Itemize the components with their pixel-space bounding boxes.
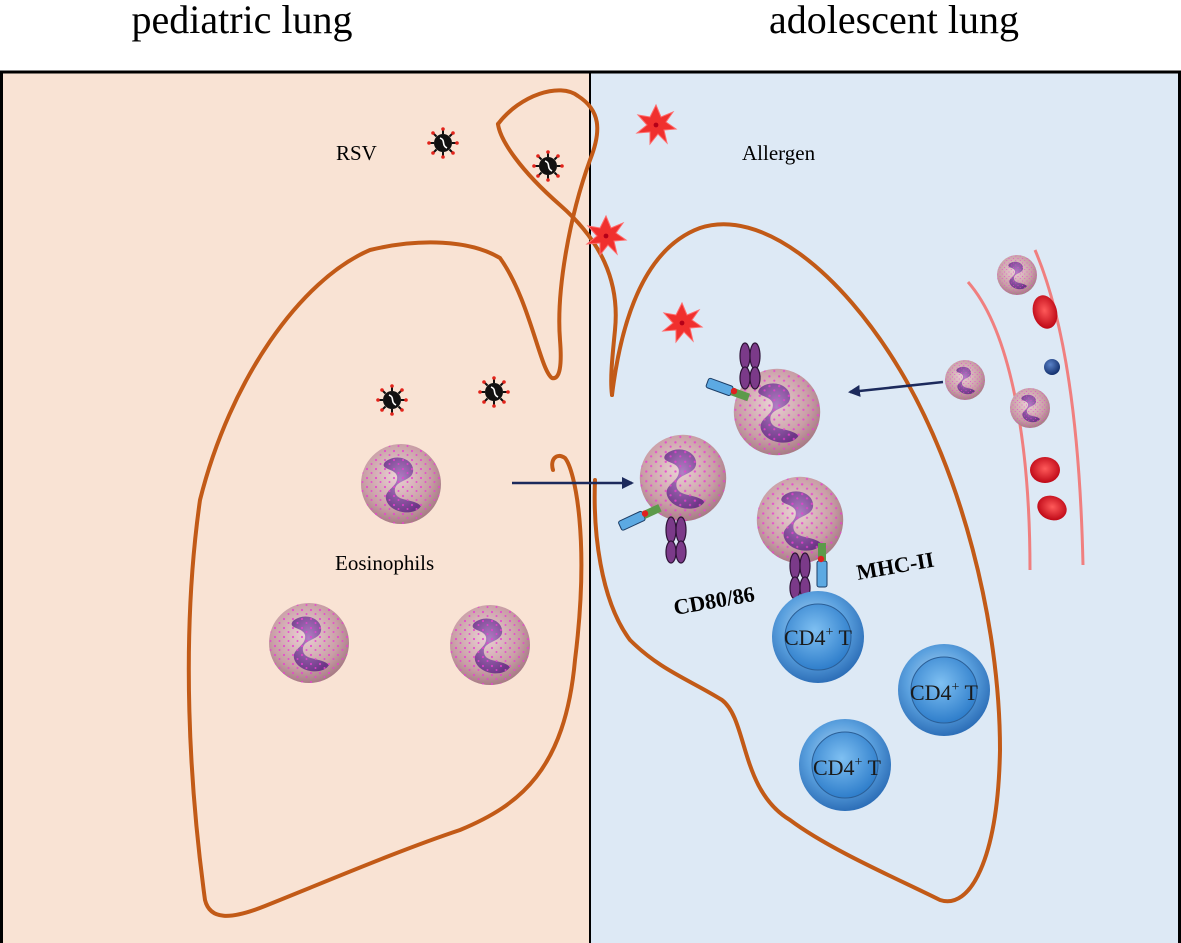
red-blood-cell: [1037, 495, 1067, 521]
rsv-label: RSV: [336, 141, 377, 165]
recruitment-arrow: [848, 380, 944, 397]
blood-cell-blue: [1044, 359, 1060, 375]
cd4-t-label: CD4+ T: [910, 680, 979, 705]
circulating-eosinophil: [945, 360, 985, 400]
mhc-ii-molecule-icon: [816, 542, 828, 588]
eosinophil-cell: [450, 605, 530, 685]
vessel-wall-right: [1033, 249, 1085, 566]
red-blood-cell: [1030, 457, 1060, 483]
allergen-label: Allergen: [742, 141, 816, 165]
eosinophil-cell: [361, 444, 441, 524]
cd4-t-label: CD4+ T: [784, 625, 853, 650]
left-lung-outline: [186, 88, 600, 918]
rsv-virus-icon: [426, 126, 460, 160]
rsv-virus-icon: [531, 149, 565, 183]
cd4-t-label: CD4+ T: [813, 755, 882, 780]
circulating-eosinophil: [1010, 388, 1050, 428]
red-blood-cell: [1032, 295, 1058, 329]
pediatric-lung-heading: pediatric lung: [131, 0, 353, 42]
eosinophils-label: Eosinophils: [335, 551, 434, 575]
circulating-eosinophil: [997, 255, 1037, 295]
adolescent-lung-heading: adolescent lung: [769, 0, 1019, 42]
rsv-virus-icon: [477, 375, 511, 409]
eosinophil-cell: [269, 603, 349, 683]
rsv-virus-icon: [375, 383, 409, 417]
pediatric-panel: [0, 72, 590, 943]
right-lung-outline: [592, 222, 1003, 904]
